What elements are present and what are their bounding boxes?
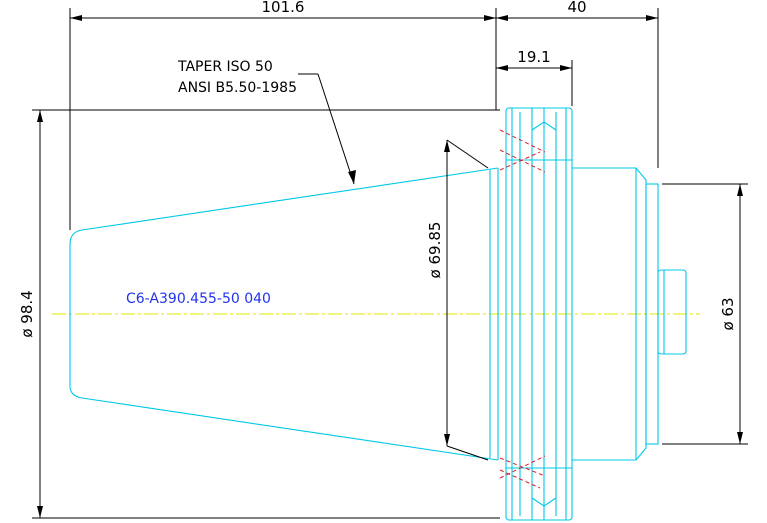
flange-width-label: 19.1 [517,48,550,66]
dim-taper-diameter: ø 69.85 [426,139,489,461]
shank [572,167,687,461]
taper-diameter-label: ø 69.85 [426,222,444,279]
dim-overall-length: 101.6 [69,0,497,230]
flange [505,107,573,521]
taper-note: TAPER ISO 50 ANSI B5.50-1985 [177,59,356,185]
dim-flange-diameter: ø 98.4 [18,109,500,519]
flange-diameter-label: ø 98.4 [18,290,36,337]
hatching [499,129,546,489]
taper-note-line2: ANSI B5.50-1985 [178,80,297,96]
part-number-label: C6-A390.455-50 040 [126,291,271,307]
shank-diameter-label: ø 63 [719,297,737,330]
overall-length-label: 101.6 [262,0,305,16]
flange-length-label: 40 [567,0,586,16]
dim-shank-diameter: ø 63 [662,183,748,445]
dim-flange-length: 40 [496,0,659,168]
taper-body [69,167,499,461]
dim-flange-width: 19.1 [495,48,573,110]
taper-note-line1: TAPER ISO 50 [177,59,273,75]
